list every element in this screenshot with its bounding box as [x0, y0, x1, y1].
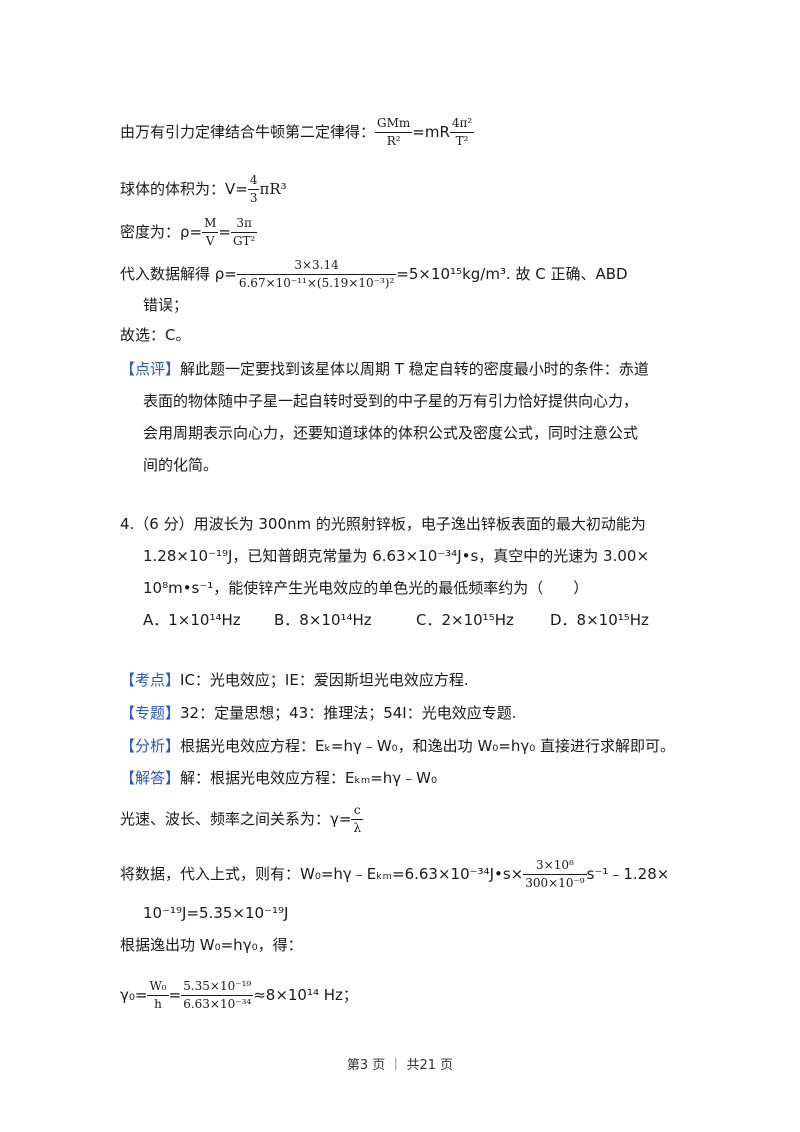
zhuanti-tag: 【专题】: [120, 704, 181, 722]
page-footer: 第3 页 ｜ 共21 页: [346, 1058, 454, 1073]
comment-line-1: 【点评】解此题一定要找到该星体以周期 T 稳定自转的密度最小时的条件：赤道: [120, 360, 649, 378]
question-4-line-2: 1.28×10⁻¹⁹J，已知普朗克常量为 6.63×10⁻³⁴J•s，真空中的光…: [143, 547, 650, 565]
jieda-tag: 【解答】: [120, 769, 181, 787]
kaodian-line: 【考点】IC：光电效应；IE：爱因斯坦光电效应方程.: [120, 671, 469, 689]
kaodian-tag: 【考点】: [120, 671, 181, 689]
comment-line-4: 间的化简。: [143, 456, 219, 474]
comment-line-2: 表面的物体随中子星一起自转时受到的中子星的万有引力恰好提供向心力，: [143, 392, 639, 410]
comment-tag: 【点评】: [120, 360, 181, 378]
option-c: C．2×10¹⁵Hz: [416, 611, 514, 629]
zhuanti-line: 【专题】32：定量思想；43：推理法；54I：光电效应专题.: [120, 704, 517, 722]
answer-line: 故选：C。: [120, 326, 191, 344]
fenxi-line: 【分析】根据光电效应方程：Eₖ=hγ﹣W₀，和逸出功 W₀=hγ₀ 直接进行求解…: [120, 737, 676, 755]
option-a: A．1×10¹⁴Hz: [143, 611, 241, 629]
option-b: B．8×10¹⁴Hz: [274, 611, 372, 629]
jieda-line: 【解答】解：根据光电效应方程：Eₖₘ=hγ﹣W₀: [120, 769, 438, 787]
derivation-line-5: 错误；: [143, 296, 189, 314]
fenxi-tag: 【分析】: [120, 737, 181, 755]
option-d: D．8×10¹⁵Hz: [550, 611, 649, 629]
solution-line-2: 将数据，代入上式，则有：W₀=hγ﹣Eₖₘ=6.63×10⁻³⁴J•s×3×10…: [120, 858, 670, 890]
comment-line-3: 会用周期表示向心力，还要知道球体的体积公式及密度公式，同时注意公式: [143, 424, 639, 442]
question-4-line-1: 4.（6 分）用波长为 300nm 的光照射锌板，电子逸出锌板表面的最大初动能为: [120, 515, 646, 533]
question-4-line-3: 10⁸m•s⁻¹，能使锌产生光电效应的单色光的最低频率约为（ ）: [143, 579, 589, 597]
solution-line-4: 根据逸出功 W₀=hγ₀，得：: [120, 936, 303, 954]
solution-line-3: 10⁻¹⁹J=5.35×10⁻¹⁹J: [143, 904, 289, 922]
